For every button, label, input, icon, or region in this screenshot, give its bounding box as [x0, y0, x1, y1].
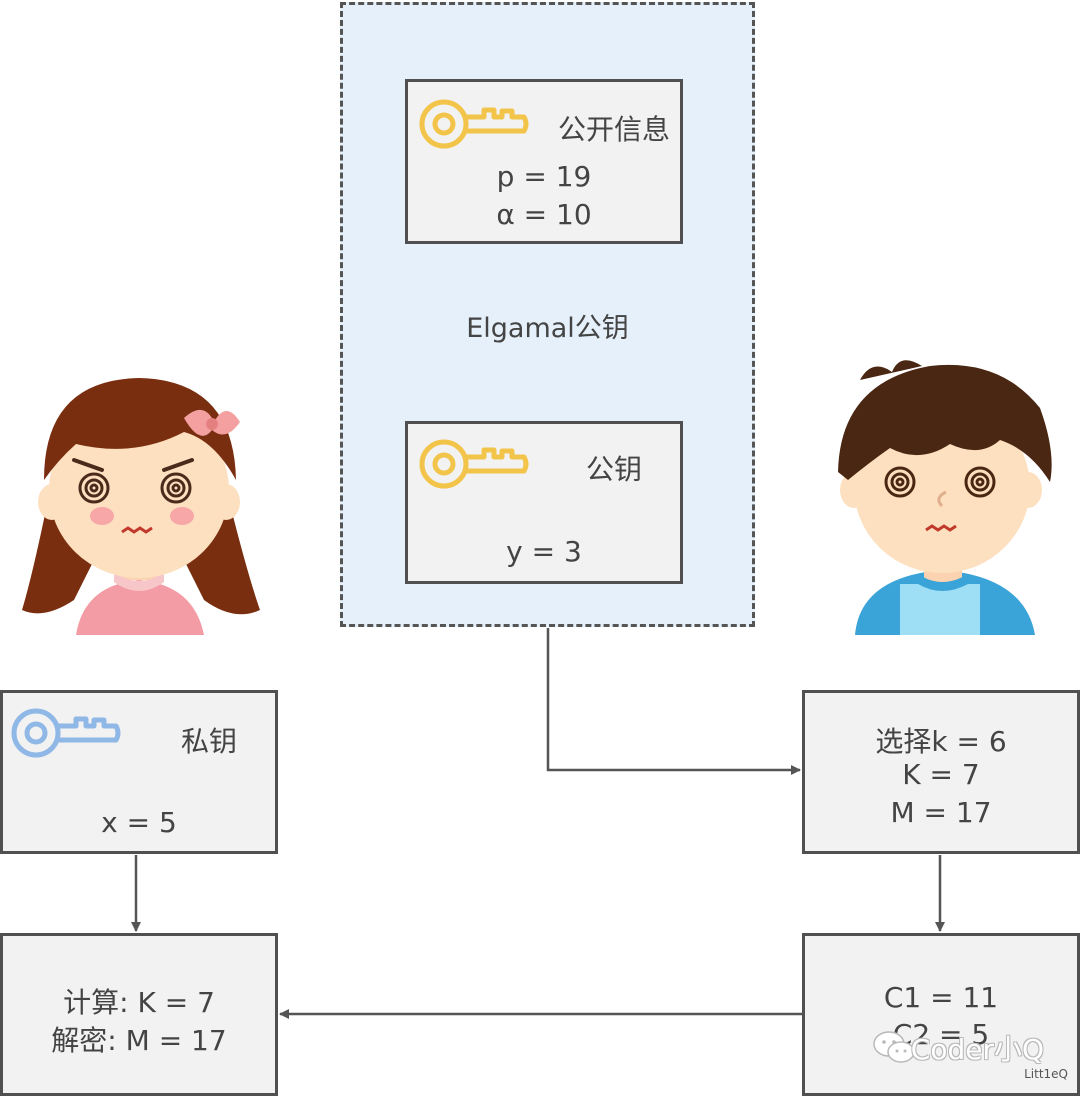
public-info-box: 公开信息 p = 19 α = 10 [405, 79, 683, 244]
watermark-subtext: Litt1eQ [1024, 1067, 1068, 1081]
cipher-C1: C1 = 11 [883, 981, 999, 1014]
watermark-text: Coder小Q [910, 1033, 1044, 1066]
sender-choose-k: 选择k = 6 [875, 725, 1007, 758]
arrow-public-to-sender [546, 628, 801, 775]
region-label: Elgamal公钥 [466, 313, 629, 344]
receiver-decrypt-M: 解密: M = 17 [51, 1024, 227, 1057]
private-key-title: 私钥 [181, 725, 238, 758]
key-icon [419, 439, 529, 489]
public-key-y: y = 3 [506, 535, 582, 568]
private-key-box: 私钥 x = 5 [0, 690, 278, 854]
boy-avatar [838, 360, 1052, 635]
girl-avatar [22, 378, 260, 635]
key-icon [11, 708, 121, 758]
public-info-title: 公开信息 [558, 113, 671, 146]
sender-message-M: M = 17 [890, 796, 992, 829]
sender-choose-box: 选择k = 6 K = 7 M = 17 [802, 690, 1080, 854]
sender-key-K: K = 7 [902, 758, 980, 791]
public-info-p: p = 19 [496, 160, 592, 193]
private-key-x: x = 5 [101, 806, 177, 839]
receiver-compute-K: 计算: K = 7 [63, 986, 215, 1019]
receiver-decrypt-box: 计算: K = 7 解密: M = 17 [0, 933, 278, 1096]
key-icon [419, 99, 529, 149]
public-info-alpha: α = 10 [496, 198, 592, 231]
wechat-icon [873, 1031, 915, 1063]
public-key-box: 公钥 y = 3 [405, 421, 683, 584]
public-key-title: 公钥 [586, 453, 643, 486]
